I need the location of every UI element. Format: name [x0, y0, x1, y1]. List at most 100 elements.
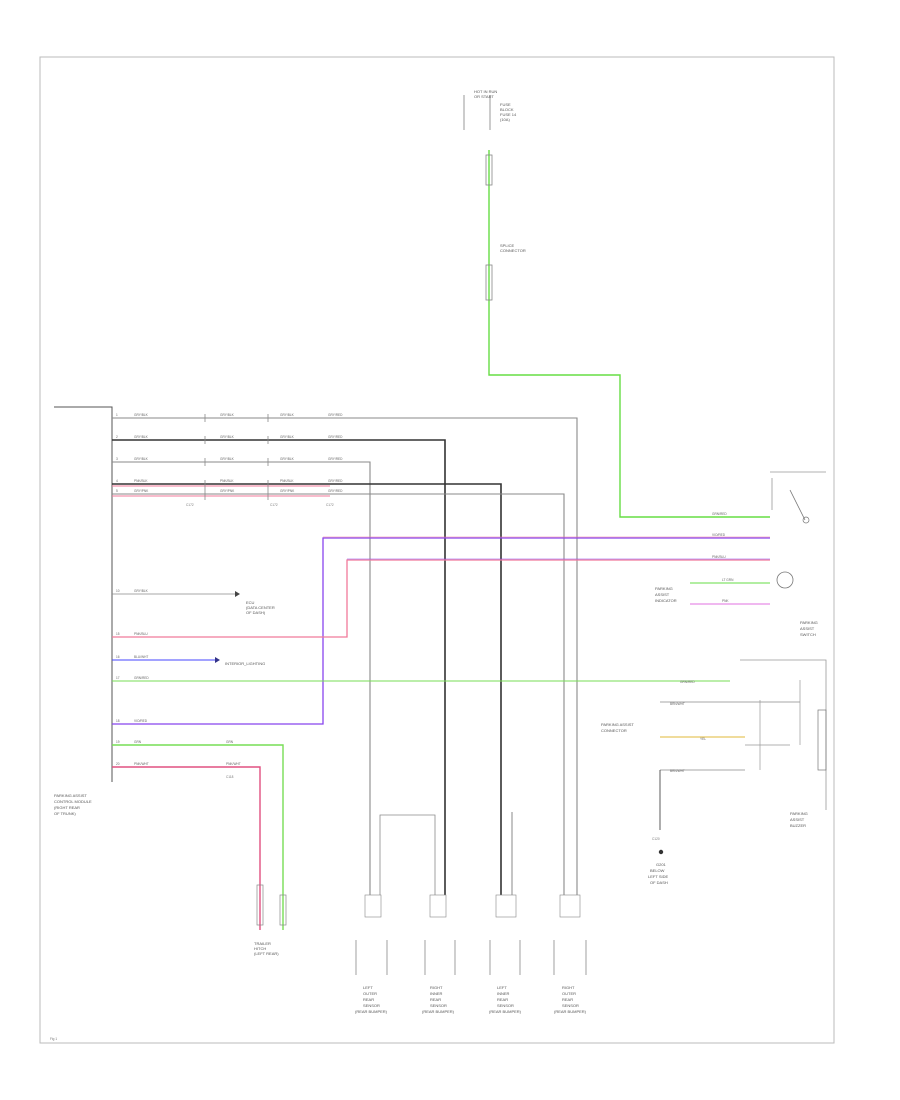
svg-text:BRN/WHT: BRN/WHT	[670, 702, 685, 706]
svg-text:VIO/RED: VIO/RED	[134, 719, 148, 723]
parking-assist-module: PARKING ASSIST CONTROL MODULE (RIGHT REA…	[54, 406, 113, 816]
wire-green-trailer	[112, 744, 284, 930]
svg-text:ECU: ECU	[246, 600, 255, 605]
svg-text:18: 18	[116, 719, 120, 723]
fuse-symbol	[485, 154, 493, 186]
svg-text:(REAR BUMPER): (REAR BUMPER)	[554, 1009, 587, 1014]
svg-text:GRY/RED: GRY/RED	[328, 457, 343, 461]
svg-text:10: 10	[116, 589, 120, 593]
svg-text:PNK/BLU: PNK/BLU	[712, 555, 726, 559]
svg-text:C172: C172	[326, 503, 334, 507]
svg-text:GRY/BLK: GRY/BLK	[134, 413, 149, 417]
svg-text:2: 2	[116, 435, 118, 439]
svg-text:PNK/BLK: PNK/BLK	[220, 479, 234, 483]
svg-text:GRY/BLK: GRY/BLK	[280, 435, 295, 439]
svg-text:PNK/WHT: PNK/WHT	[134, 762, 149, 766]
power-source-label: HOT IN RUN OR START FUSE BLOCK FUSE 14 (…	[463, 89, 517, 130]
ecu-reference: 10 GRY/BLK ECU (DATA CENTER OF DASH)	[112, 589, 275, 615]
svg-text:INNER: INNER	[497, 991, 510, 996]
connector-break-marks	[204, 414, 269, 500]
svg-text:YEL: YEL	[700, 737, 706, 741]
sensor-left-inner: LEFT INNER REAR SENSOR (REAR BUMPER)	[489, 894, 522, 1014]
svg-text:BLU/WHT: BLU/WHT	[134, 655, 148, 659]
svg-text:SENSOR: SENSOR	[363, 1003, 380, 1008]
sensor-left-outer: LEFT OUTER REAR SENSOR (REAR BUMPER)	[355, 894, 388, 1014]
svg-text:REAR: REAR	[363, 997, 374, 1002]
wire-light-green-long: 17 GRN/RED	[112, 676, 730, 682]
svg-text:GRY/PNK: GRY/PNK	[220, 489, 235, 493]
svg-text:PNK/BLK: PNK/BLK	[280, 479, 294, 483]
svg-text:4: 4	[116, 479, 118, 483]
svg-text:5: 5	[116, 489, 118, 493]
pin-18-label: 18 VIO/RED	[116, 719, 148, 723]
svg-text:GRY/BLK: GRY/BLK	[220, 413, 235, 417]
svg-text:SWITCH: SWITCH	[800, 632, 816, 637]
svg-text:1: 1	[116, 413, 118, 417]
svg-text:VIO/RED: VIO/RED	[712, 533, 726, 537]
svg-text:RIGHT: RIGHT	[562, 985, 575, 990]
svg-text:PARKING ASSIST: PARKING ASSIST	[601, 722, 634, 727]
wire-violet-to-switch	[112, 537, 770, 725]
svg-text:GRN/RED: GRN/RED	[712, 512, 727, 516]
svg-text:GRY/BLK: GRY/BLK	[280, 457, 295, 461]
pin-15-label: 15 PNK/BLU	[116, 632, 148, 636]
svg-text:15: 15	[116, 632, 120, 636]
svg-text:FUSE 14: FUSE 14	[500, 112, 517, 117]
svg-text:20: 20	[116, 762, 120, 766]
svg-text:GRY/BLK: GRY/BLK	[220, 457, 235, 461]
svg-text:(REAR BUMPER): (REAR BUMPER)	[355, 1009, 388, 1014]
diagram-border	[39, 56, 835, 1044]
svg-text:LEFT: LEFT	[497, 985, 507, 990]
svg-text:GRY/BLK: GRY/BLK	[134, 435, 149, 439]
svg-text:HOT IN RUN: HOT IN RUN	[474, 89, 497, 94]
svg-text:ASSIST: ASSIST	[655, 592, 670, 597]
svg-text:CONTROL MODULE: CONTROL MODULE	[54, 799, 92, 804]
svg-text:GRY/BLK: GRY/BLK	[134, 457, 149, 461]
svg-text:GRN/RED: GRN/RED	[134, 676, 149, 680]
svg-text:(RIGHT REAR: (RIGHT REAR	[54, 805, 80, 810]
svg-text:HITCH: HITCH	[254, 946, 266, 951]
svg-text:(REAR BUMPER): (REAR BUMPER)	[422, 1009, 455, 1014]
svg-text:17: 17	[116, 676, 120, 680]
parking-assist-indicator: LT GRN PNK PARKING ASSIST INDICATOR	[655, 571, 794, 605]
trailer-wire-labels: 19 GRN 20 PNK/WHT GRN PNK/WHT C118	[116, 740, 241, 779]
svg-text:GRY/BLK: GRY/BLK	[220, 435, 235, 439]
svg-text:ASSIST: ASSIST	[800, 626, 815, 631]
svg-text:BRN/WHT: BRN/WHT	[670, 769, 685, 773]
svg-text:GRN: GRN	[226, 740, 234, 744]
ground-g201: C120 G201 BELOW LEFT SIDE OF DASH	[648, 837, 668, 885]
parking-assist-switch: GRN/RED VIO/RED PNK/BLU	[712, 471, 826, 559]
svg-text:C172: C172	[186, 503, 194, 507]
mid-wire-labels: GRY/BLK GRY/BLK GRY/BLK PNK/BLK GRY/PNK …	[186, 413, 343, 507]
svg-text:TRAILER: TRAILER	[254, 941, 271, 946]
svg-text:REAR: REAR	[562, 997, 573, 1002]
page-ref: Fig 1	[50, 1037, 57, 1041]
svg-text:OUTER: OUTER	[363, 991, 377, 996]
svg-text:16: 16	[116, 655, 120, 659]
svg-text:INNER: INNER	[430, 991, 443, 996]
svg-text:BUZZER: BUZZER	[790, 823, 806, 828]
svg-text:PARKING: PARKING	[800, 620, 818, 625]
svg-text:REAR: REAR	[497, 997, 508, 1002]
svg-text:PNK/WHT: PNK/WHT	[226, 762, 241, 766]
svg-text:C118: C118	[226, 775, 234, 779]
svg-text:SPLICE: SPLICE	[500, 243, 515, 248]
svg-text:PARKING ASSIST: PARKING ASSIST	[54, 793, 87, 798]
svg-text:PNK: PNK	[722, 599, 729, 603]
svg-text:BELOW: BELOW	[650, 868, 665, 873]
sensor-right-inner: RIGHT INNER REAR SENSOR (REAR BUMPER)	[422, 894, 456, 1014]
svg-text:PNK/BLK: PNK/BLK	[134, 479, 148, 483]
interior-lighting-wire: 16 BLU/WHT INTERIOR_LIGHTING	[112, 655, 265, 666]
svg-text:OF DASH): OF DASH)	[246, 610, 266, 615]
svg-text:LEFT: LEFT	[363, 985, 373, 990]
svg-text:SENSOR: SENSOR	[497, 1003, 514, 1008]
wire-pink-to-switch	[112, 559, 770, 638]
sensor-bracket	[379, 814, 436, 895]
svg-text:SENSOR: SENSOR	[430, 1003, 447, 1008]
svg-text:LEFT SIDE: LEFT SIDE	[648, 874, 668, 879]
svg-text:GRN: GRN	[134, 740, 142, 744]
svg-text:REAR: REAR	[430, 997, 441, 1002]
svg-text:(LEFT REAR): (LEFT REAR)	[254, 951, 279, 956]
svg-text:GRN/RED: GRN/RED	[680, 680, 695, 684]
